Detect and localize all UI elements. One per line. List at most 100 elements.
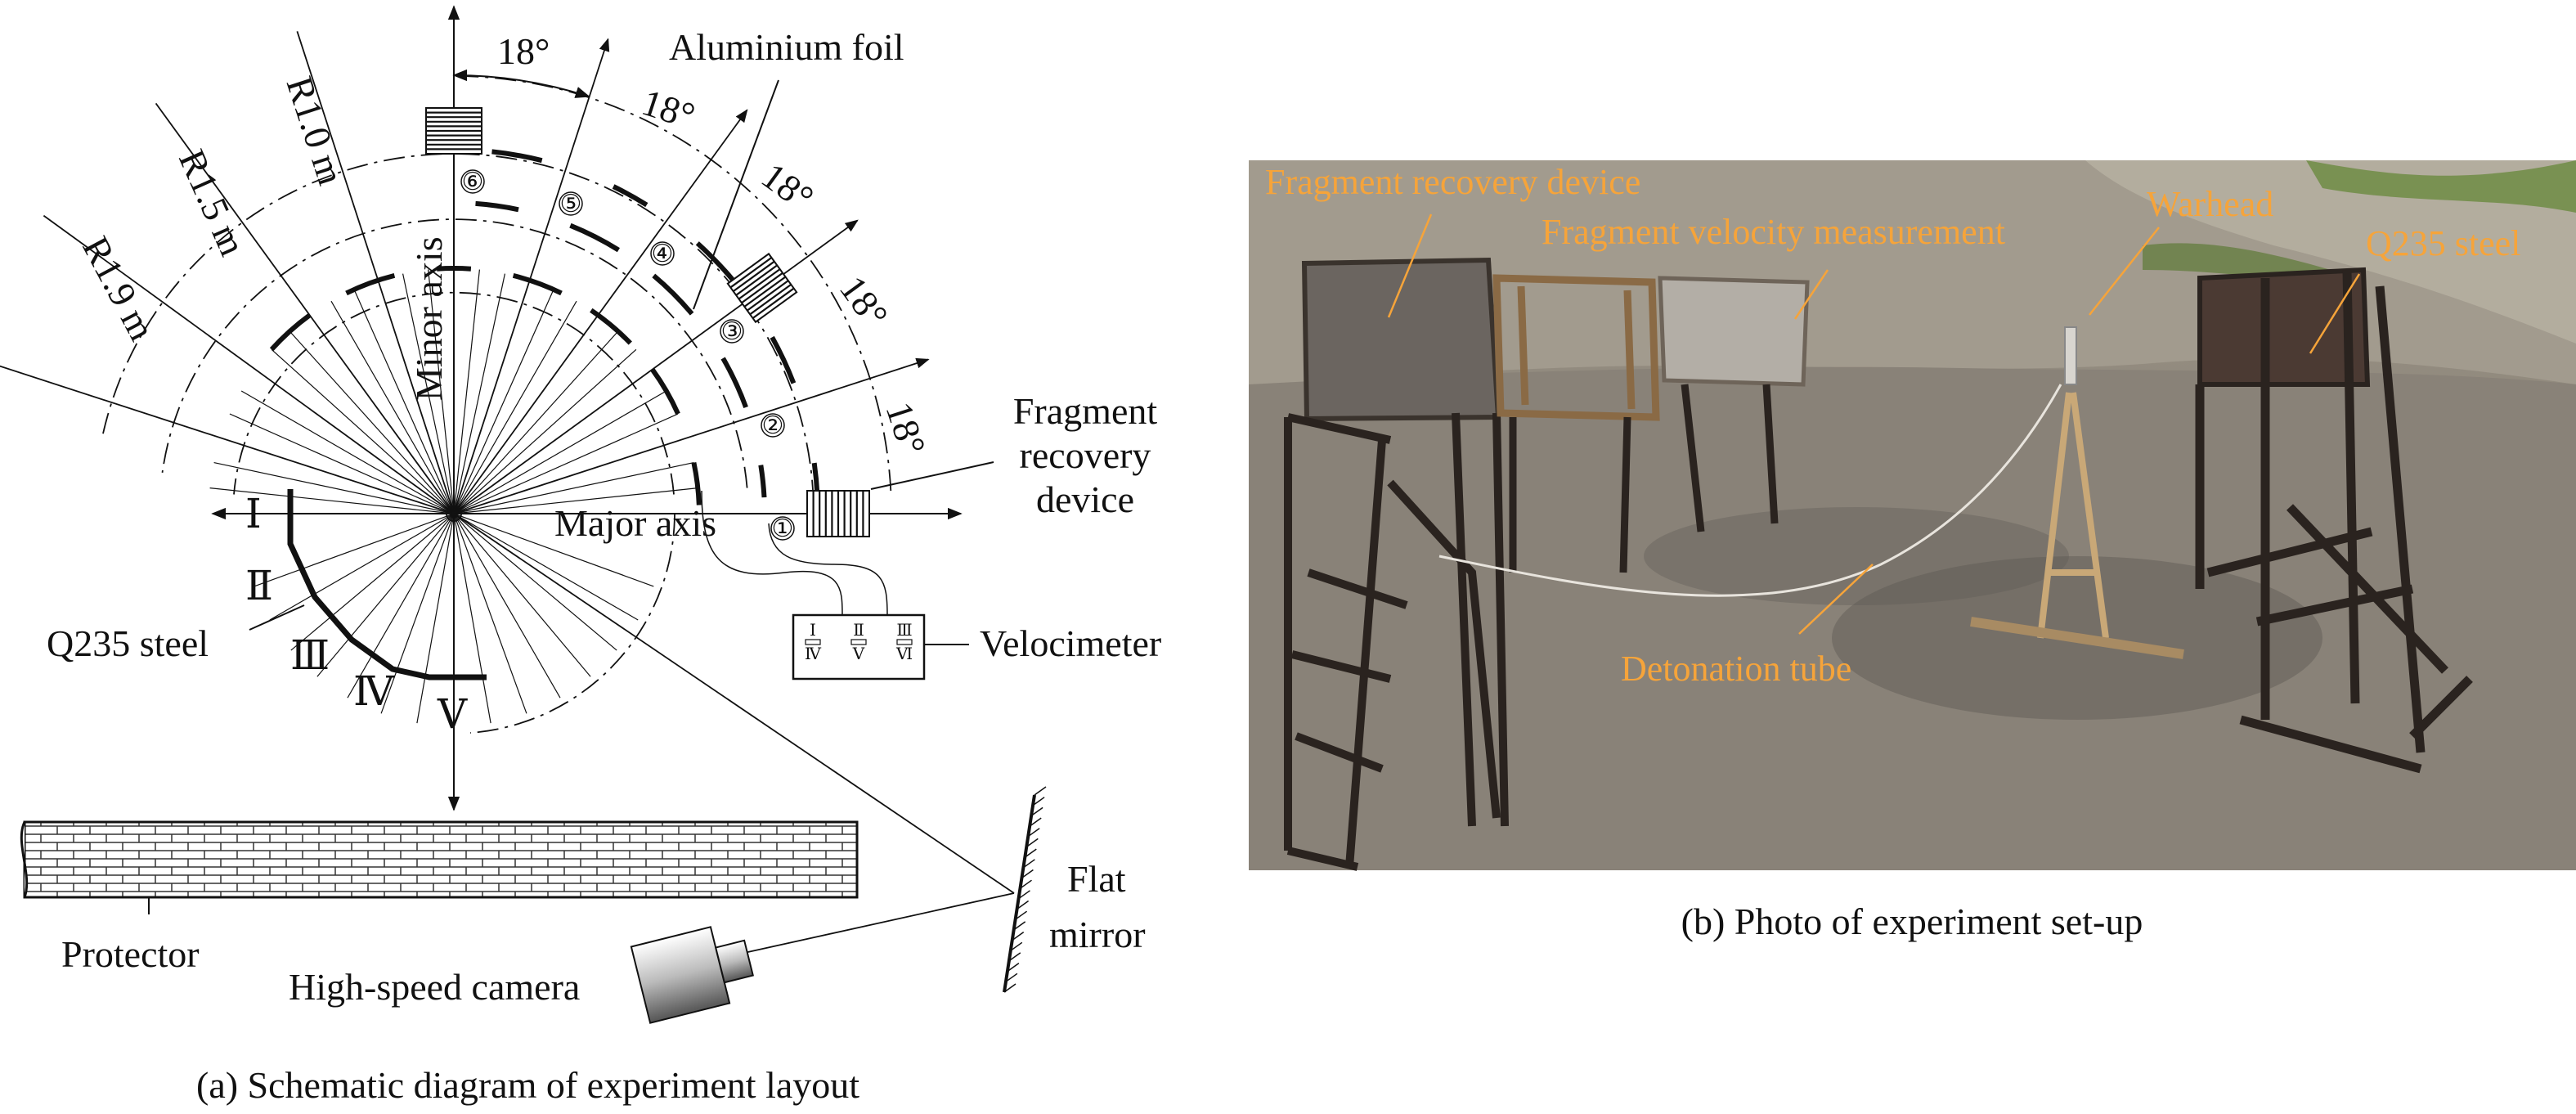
foil-target-segment xyxy=(569,222,620,253)
photo-warhead-stand xyxy=(1970,326,2184,659)
svg-text:Ⅳ: Ⅳ xyxy=(805,645,822,663)
radial-line xyxy=(453,109,748,514)
schematic-diagram: Ⅰ Ⅱ Ⅲ Ⅳ Ⅴ Q235 steel R1.9 m R1.5 m R1.0 … xyxy=(0,5,1161,1106)
svg-text:①: ① xyxy=(772,515,794,542)
foil-target-segment xyxy=(345,272,396,296)
protector-wall xyxy=(23,820,859,899)
angle-label-2: 18° xyxy=(637,81,700,137)
recovery-box xyxy=(425,107,482,155)
radial-line xyxy=(453,513,639,621)
radial-line xyxy=(240,390,455,514)
flat-mirror-label-2: mirror xyxy=(1049,914,1146,955)
radial-line xyxy=(453,330,619,514)
angle-label-top: 18° xyxy=(497,30,550,72)
radial-line xyxy=(330,300,455,514)
radial-line xyxy=(290,513,455,651)
station-6: ⑥ xyxy=(460,168,485,195)
svg-text:Ⅴ: Ⅴ xyxy=(852,645,865,663)
aluminium-foil-label: Aluminium foil xyxy=(669,26,904,68)
radial-line xyxy=(453,269,480,514)
radial-line xyxy=(213,462,455,514)
radial-line xyxy=(453,487,698,514)
protector-label: Protector xyxy=(61,933,200,975)
svg-text:⑥: ⑥ xyxy=(462,168,484,195)
foil-target-segment xyxy=(436,265,472,272)
caption-a: (a) Schematic diagram of experiment layo… xyxy=(196,1064,859,1106)
radial-line xyxy=(453,413,679,514)
radial-line xyxy=(271,348,455,514)
radial-line xyxy=(254,513,455,587)
radial-line xyxy=(43,214,455,514)
plate-numeral-3: Ⅲ xyxy=(290,632,330,678)
foil-target-segment xyxy=(512,272,563,296)
radial-line xyxy=(453,273,505,514)
arc-lower-right xyxy=(469,513,675,734)
recovery-box xyxy=(806,490,870,537)
photo-q235-steel-structure xyxy=(2195,267,2473,774)
plate-numeral-5: Ⅴ xyxy=(437,691,468,737)
aluminium-foil-targets xyxy=(269,149,820,505)
fragment-recovery-label-2: recovery xyxy=(1020,434,1151,476)
radial-line xyxy=(453,513,491,724)
fragment-recovery-boxes xyxy=(425,107,870,537)
photo-velocity-frames xyxy=(1492,274,1810,421)
foil-target-segment xyxy=(691,461,702,505)
radial-line xyxy=(353,289,455,514)
radial-line xyxy=(380,513,455,714)
arc-r1-9 xyxy=(101,153,815,501)
angle-label-4: 18° xyxy=(832,268,896,335)
foil-target-segment xyxy=(695,241,735,281)
plate-numeral-2: Ⅱ xyxy=(245,563,273,609)
radius-label-1-5: R1.5 m xyxy=(171,143,254,262)
high-speed-camera-label: High-speed camera xyxy=(289,966,580,1008)
plate-numeral-4: Ⅳ xyxy=(353,668,395,714)
radial-line xyxy=(316,513,455,677)
foil-target-segment xyxy=(720,357,748,409)
radial-line xyxy=(453,513,654,587)
radial-line xyxy=(229,413,455,514)
svg-text:Ⅵ: Ⅵ xyxy=(895,645,913,663)
radial-line xyxy=(453,513,561,698)
foil-target-segment xyxy=(650,367,680,416)
velocimeter: Ⅰ Ⅳ Ⅱ Ⅴ Ⅲ Ⅵ xyxy=(792,613,926,681)
foil-target-segment xyxy=(491,149,543,164)
radius-label-1-9: R1.9 m xyxy=(74,230,164,348)
warhead-center xyxy=(446,505,462,522)
q235-steel-plate xyxy=(287,489,487,681)
svg-text:Ⅱ: Ⅱ xyxy=(853,622,864,640)
radial-line xyxy=(289,330,455,514)
photo-label-warhead: Warhead xyxy=(2147,184,2273,224)
fragment-recovery-label-3: device xyxy=(1036,478,1134,520)
radial-line xyxy=(453,513,617,651)
foil-target-segment xyxy=(770,335,797,384)
experiment-photo: Fragment recovery device Fragment veloci… xyxy=(1249,160,2576,942)
minor-axis-label: Minor axis xyxy=(408,236,450,401)
high-speed-camera xyxy=(630,926,754,1024)
foil-target-segment xyxy=(652,273,694,316)
flat-mirror xyxy=(1003,786,1047,993)
svg-text:③: ③ xyxy=(721,318,743,345)
angle-label-3: 18° xyxy=(754,155,821,219)
station-1: ① xyxy=(770,515,795,542)
recovery-box xyxy=(726,252,798,324)
foil-target-segment xyxy=(269,312,312,352)
radial-line xyxy=(416,513,455,724)
foil-target-segment xyxy=(475,200,519,213)
station-3: ③ xyxy=(720,318,744,345)
radial-line xyxy=(347,513,455,698)
photo-recovery-device-left xyxy=(1284,257,1509,871)
photo-label-fragment-velocity-measurement: Fragment velocity measurement xyxy=(1542,212,2005,252)
arc-r1-5 xyxy=(161,218,748,488)
plate-numeral-1: Ⅰ xyxy=(245,491,262,537)
arc-outer xyxy=(453,75,892,492)
fragment-recovery-label-1: Fragment xyxy=(1013,390,1158,432)
radial-line xyxy=(0,365,455,514)
flat-mirror-label-1: Flat xyxy=(1067,858,1126,900)
radial-line xyxy=(269,513,455,621)
photo-label-q235-steel: Q235 steel xyxy=(2366,223,2520,263)
radius-label-1-0: R1.0 m xyxy=(278,71,352,190)
photo-label-fragment-recovery-device: Fragment recovery device xyxy=(1265,162,1640,202)
radial-line xyxy=(453,348,637,514)
radial-line xyxy=(402,273,455,514)
